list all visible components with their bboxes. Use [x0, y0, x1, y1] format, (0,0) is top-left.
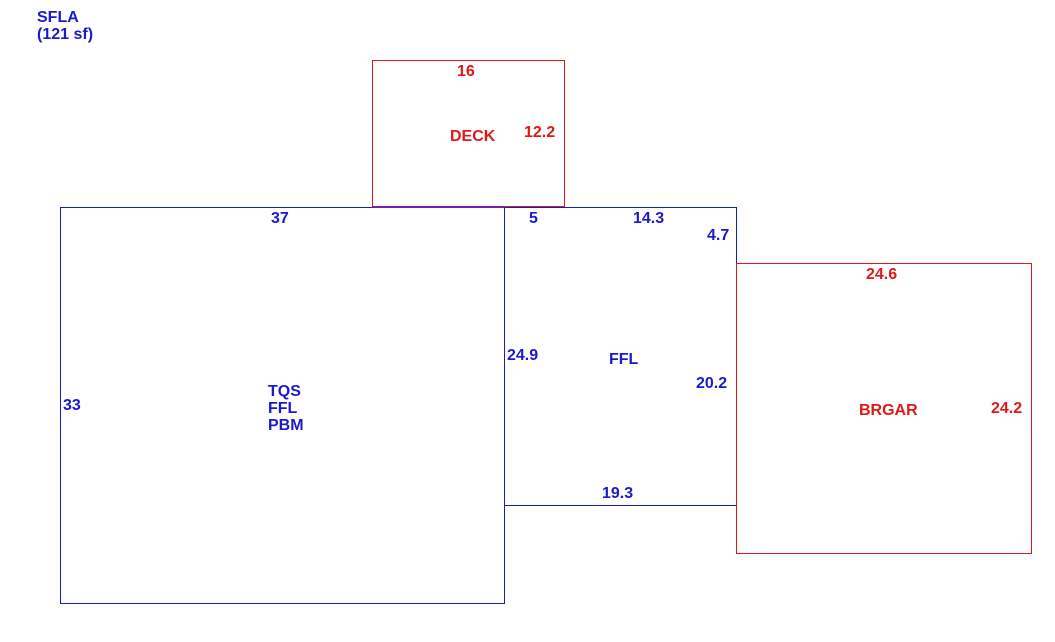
main-left-dimension: 33	[63, 397, 81, 414]
addition-area-code: FFL	[609, 351, 639, 368]
garage-outline	[736, 263, 1032, 554]
addition-right-upper-dimension: 4.7	[707, 227, 730, 244]
main-top-dimension: 37	[271, 210, 289, 227]
garage-name-label: BRGAR	[859, 402, 918, 419]
main-code-1: TQS	[268, 383, 301, 400]
main-code-2: FFL	[268, 400, 298, 417]
addition-right-lower-dimension: 20.2	[696, 375, 728, 392]
garage-top-dimension: 24.6	[866, 266, 898, 283]
deck-right-dimension: 12.2	[524, 124, 556, 141]
sfla-label: SFLA (121 sf)	[37, 9, 93, 43]
addition-top-right-dimension: 14.3	[633, 210, 665, 227]
sfla-area: (121 sf)	[37, 26, 94, 43]
deck-top-dimension: 16	[457, 63, 475, 80]
sfla-title: SFLA	[37, 9, 79, 26]
garage-right-dimension: 24.2	[991, 400, 1023, 417]
deck-name-label: DECK	[450, 128, 496, 145]
main-code-3: PBM	[268, 417, 304, 434]
addition-top-left-dimension: 5	[529, 210, 538, 227]
deck-main-shared-edge	[372, 206, 505, 208]
main-area-codes: TQS FFL PBM	[268, 383, 304, 434]
addition-left-dimension: 24.9	[507, 347, 539, 364]
addition-bottom-dimension: 19.3	[602, 485, 634, 502]
